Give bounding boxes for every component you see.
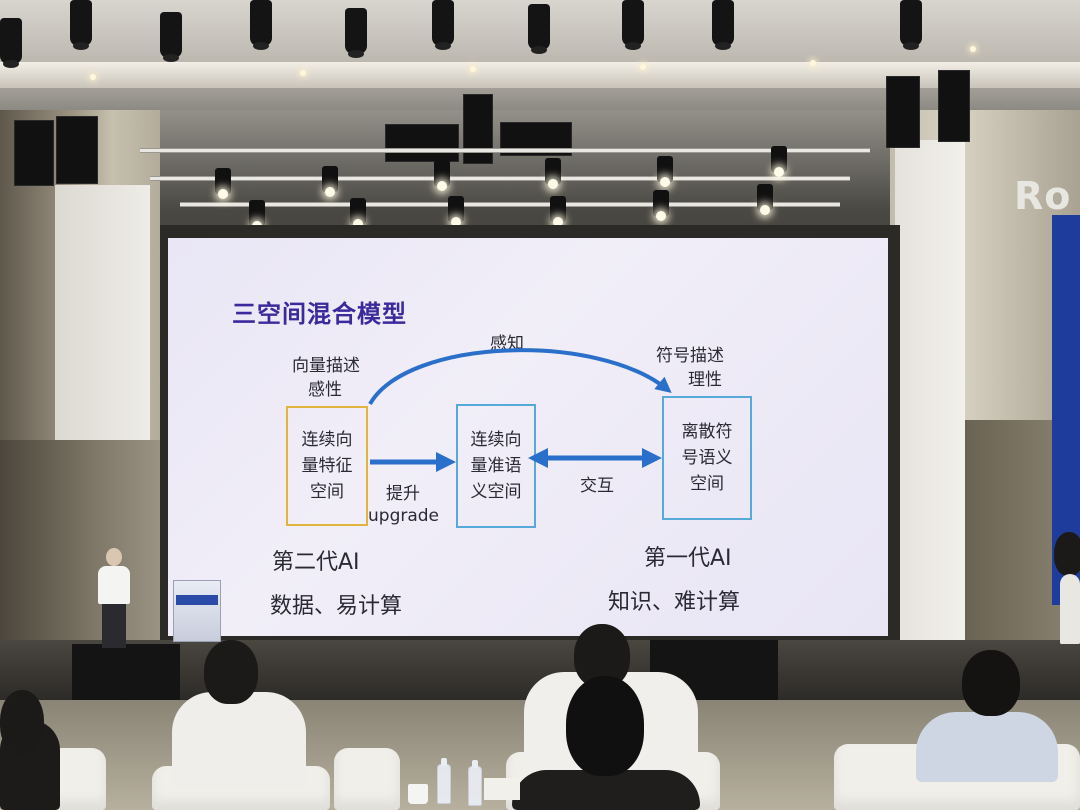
audience-chair xyxy=(334,748,400,810)
lighting-truss xyxy=(140,148,870,153)
stage-light xyxy=(448,196,464,227)
symbolic-semantic-space-box: 离散符 号语义 空间 xyxy=(662,396,752,520)
ceiling-spotlight xyxy=(70,0,92,50)
audience-member xyxy=(1060,574,1080,644)
podium xyxy=(173,580,221,642)
audience-head xyxy=(1054,532,1080,576)
ceiling-spotlight xyxy=(250,0,272,50)
water-bottle xyxy=(437,758,451,804)
vector-description-label: 向量描述 xyxy=(292,356,360,376)
lighting-truss xyxy=(150,176,850,181)
diagram-arrows xyxy=(368,348,672,472)
quasi-semantic-space-label: 连续向 量准语 义空间 xyxy=(470,430,522,502)
stage-light xyxy=(545,158,561,189)
first-gen-ai-label: 第一代AI xyxy=(644,546,732,571)
upgrade-cn-label: 提升 xyxy=(386,484,420,504)
stage-light xyxy=(757,184,773,215)
interaction-label: 交互 xyxy=(580,476,614,496)
left-wall-lower xyxy=(0,440,160,670)
stage-light xyxy=(249,200,265,231)
audience-member xyxy=(172,692,306,788)
vector-feature-space-label: 连续向 量特征 空间 xyxy=(301,430,353,502)
ceiling-spotlight xyxy=(528,4,550,54)
stage-light xyxy=(350,198,366,229)
stage-light xyxy=(215,168,231,199)
wall-speaker xyxy=(938,70,970,142)
upgrade-en-label: upgrade xyxy=(368,506,440,526)
paper-cup xyxy=(408,784,428,804)
audience-head xyxy=(204,640,258,704)
presenter xyxy=(94,548,134,648)
ceiling-spotlight xyxy=(900,0,922,50)
vector-feature-space-box: 连续向 量特征 空间 xyxy=(286,406,368,526)
stage-light xyxy=(322,166,338,197)
symbol-description-label: 符号描述 xyxy=(656,346,724,366)
ceiling-spotlight xyxy=(622,0,644,50)
sensibility-label: 感性 xyxy=(308,380,342,400)
presentation-slide: 三空间混合模型 向量描述 感性 感知 符号描述 理性 连续向 量特征 空间 连续… xyxy=(168,238,888,636)
right-wall-panel xyxy=(895,140,965,640)
audience-member xyxy=(916,712,1058,782)
wall-speaker xyxy=(886,76,920,148)
downlight xyxy=(300,70,306,76)
name-card xyxy=(484,778,520,800)
ceiling-spotlight xyxy=(0,18,22,68)
stage-light xyxy=(771,146,787,177)
slide-title: 三空间混合模型 xyxy=(232,300,407,328)
water-bottle xyxy=(468,760,482,806)
second-gen-ai-label: 第二代AI xyxy=(272,550,360,575)
audience-head xyxy=(0,690,44,754)
perception-arc-arrow xyxy=(368,348,672,406)
downlight xyxy=(810,60,816,66)
stage-light xyxy=(657,156,673,187)
first-gen-ai-desc: 知识、难计算 xyxy=(608,590,741,615)
rationality-label: 理性 xyxy=(688,370,722,390)
downlight xyxy=(970,46,976,52)
audience-head xyxy=(962,650,1020,716)
ceiling-spotlight xyxy=(432,0,454,50)
lighting-truss xyxy=(180,202,840,207)
downlight xyxy=(90,74,96,80)
second-gen-ai-desc: 数据、易计算 xyxy=(270,594,403,619)
audience-member xyxy=(512,770,700,810)
hanging-speaker xyxy=(463,94,493,164)
downlight xyxy=(470,66,476,72)
stage-light xyxy=(434,160,450,191)
downlight xyxy=(640,64,646,70)
ceiling-spotlight xyxy=(160,12,182,62)
wall-speaker xyxy=(56,116,98,184)
stage-light xyxy=(653,190,669,221)
hanging-speaker xyxy=(385,124,459,162)
ceiling-spotlight xyxy=(712,0,734,50)
wall-logo: Ro xyxy=(1014,174,1072,218)
audience-head xyxy=(566,676,644,776)
ceiling-spotlight xyxy=(345,8,367,58)
wall-speaker xyxy=(14,120,54,186)
symbolic-semantic-space-label: 离散符 号语义 空间 xyxy=(681,422,733,494)
stage-light xyxy=(550,196,566,227)
